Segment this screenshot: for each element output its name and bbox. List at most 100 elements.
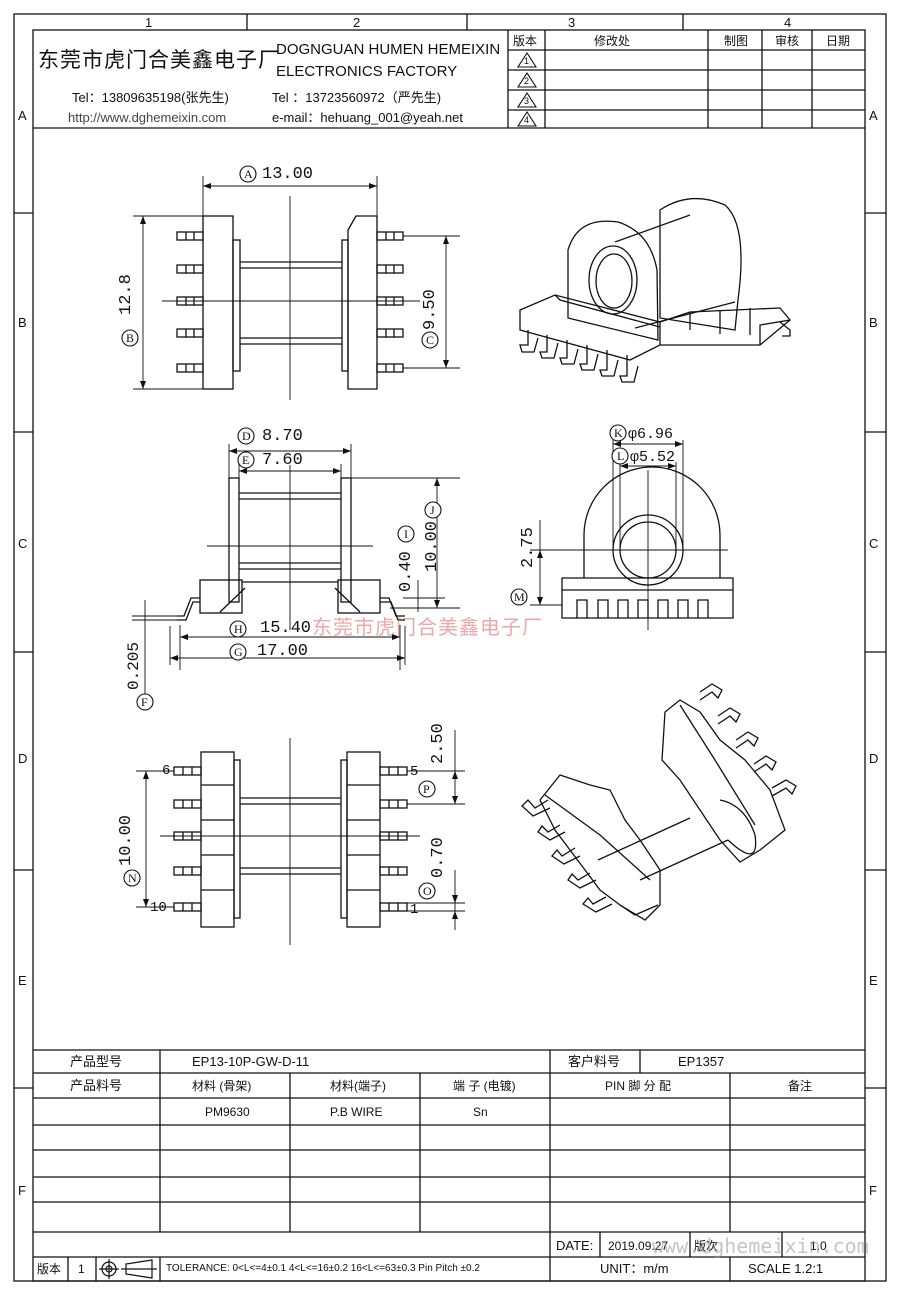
dim-letter-e: E <box>242 453 250 467</box>
dim-p-value: 2.50 <box>429 723 448 764</box>
pin-assign-label: PIN 脚 分 配 <box>605 1079 672 1093</box>
zone-col-4: 4 <box>784 15 792 30</box>
version-value: 1 <box>78 1262 85 1276</box>
bottom-view <box>173 751 408 928</box>
zone-col-3: 3 <box>568 15 576 30</box>
dim-n-value: 10.00 <box>117 814 136 866</box>
dim-m-value: 2.75 <box>519 527 538 568</box>
company-name-en-2: ELECTRONICS FACTORY <box>276 63 458 80</box>
zone-row-c-right: C <box>869 536 879 551</box>
isometric-view-1 <box>519 197 791 383</box>
zone-row-e-left: E <box>18 973 27 988</box>
dim-letter-c: C <box>426 333 435 347</box>
page-label: 1.0 <box>810 1239 827 1253</box>
date-label: DATE: <box>556 1238 594 1253</box>
dim-i-value: 0.40 <box>397 551 416 592</box>
zone-row-d-right: D <box>869 751 879 766</box>
material-bobbin-label: 材料 (骨架) <box>192 1079 252 1093</box>
revision-change-header: 修改处 <box>594 34 631 48</box>
revision-mark-4: 4 <box>524 115 530 125</box>
dim-letter-i: I <box>404 527 408 541</box>
company-name-en-1: DOGNGUAN HUMEN HEMEIXIN <box>276 41 501 58</box>
dim-letter-a: A <box>244 167 253 181</box>
revision-mark-3: 3 <box>524 96 530 106</box>
dim-letter-l: L <box>617 449 625 463</box>
zone-row-f-left: F <box>18 1183 26 1198</box>
customer-part-label: 客户料号 <box>568 1054 621 1069</box>
dim-letter-h: H <box>234 622 243 636</box>
zone-row-a-left: A <box>18 108 27 123</box>
dim-a-value: 13.00 <box>262 165 314 184</box>
product-part-label: 产品料号 <box>70 1078 123 1093</box>
top-view <box>176 215 404 390</box>
company-name-cn: 东莞市虎门合美鑫电子厂 <box>38 48 280 72</box>
revision-version-header: 版本 <box>513 34 538 48</box>
company-tel-2: Tel ：13723560972（严先生) <box>272 90 442 105</box>
zone-col-1: 1 <box>145 15 153 30</box>
side-view <box>177 477 405 621</box>
projection-symbol <box>99 1259 157 1279</box>
unit-text: UNIT：m/m <box>600 1261 669 1276</box>
product-model-value: EP13-10P-GW-D-11 <box>192 1054 310 1069</box>
watermark-center: 东莞市虎门合美鑫电子厂 <box>312 615 543 639</box>
dim-letter-m: M <box>514 590 525 604</box>
dim-letter-d: D <box>242 429 251 443</box>
company-email[interactable]: e-mail：hehuang_001@yeah.net <box>272 110 463 125</box>
tolerance-text: TOLERANCE: 0<L<=4±0.1 4<L<=16±0.2 16<L<=… <box>166 1263 480 1274</box>
dim-o-value: 0.70 <box>429 837 448 878</box>
pin-label-5: 5 <box>410 764 419 780</box>
dim-c-value: 9.50 <box>421 289 440 330</box>
dim-letter-f: F <box>141 695 148 709</box>
zone-row-c-left: C <box>18 536 28 551</box>
dim-letter-b: B <box>126 331 135 345</box>
watermark-bottom: www.dghemeixin.com <box>652 1234 869 1258</box>
zone-col-2: 2 <box>353 15 361 30</box>
revision-check-header: 审核 <box>775 34 800 48</box>
product-model-label: 产品型号 <box>70 1054 123 1069</box>
material-pin-label: 材料(端子) <box>330 1079 386 1093</box>
front-view <box>561 466 734 619</box>
dim-d-value: 8.70 <box>262 427 303 446</box>
zone-row-e-right: E <box>869 973 878 988</box>
pin-label-10: 10 <box>150 900 167 916</box>
pin-label-6: 6 <box>162 763 171 779</box>
zone-row-a-right: A <box>869 108 878 123</box>
revision-date-header: 日期 <box>826 34 851 48</box>
dim-letter-g: G <box>234 645 243 659</box>
dim-k-value: φ6.96 <box>628 426 674 443</box>
dim-j-value: 10.00 <box>423 520 442 572</box>
isometric-view-2 <box>521 683 797 921</box>
dim-letter-n: N <box>128 871 137 885</box>
revision-mark-2: 2 <box>524 76 530 86</box>
pin-label-1: 1 <box>410 902 419 918</box>
version-label: 版本 <box>37 1262 62 1276</box>
dim-letter-o: O <box>423 884 432 898</box>
dim-letter-p: P <box>423 782 430 796</box>
dim-l-value: φ5.52 <box>630 449 676 466</box>
zone-row-b-left: B <box>18 315 27 330</box>
revision-drawn-header: 制图 <box>724 34 749 48</box>
material-bobbin-value: PM9630 <box>205 1105 250 1119</box>
plating-value: Sn <box>473 1105 488 1119</box>
plating-label: 端 子 (电镀) <box>453 1079 516 1093</box>
scale-text: SCALE 1.2:1 <box>748 1261 824 1276</box>
revision-mark-1: 1 <box>524 56 530 66</box>
dim-g-value: 17.00 <box>257 642 309 661</box>
date-value: 2019.09.27 <box>608 1239 669 1253</box>
dim-b-value: 12.8 <box>117 274 136 315</box>
remark-label: 备注 <box>788 1079 813 1093</box>
zone-row-d-left: D <box>18 751 28 766</box>
material-pin-value: P.B WIRE <box>330 1105 383 1119</box>
company-tel-1: Tel：13809635198(张先生) <box>72 90 229 105</box>
dim-letter-k: K <box>614 426 623 440</box>
dim-letter-j: J <box>430 503 435 517</box>
zone-row-b-right: B <box>869 315 878 330</box>
dim-e-value: 7.60 <box>262 451 303 470</box>
zone-row-f-right: F <box>869 1183 877 1198</box>
sheet-label: 版次 <box>694 1239 719 1253</box>
company-website[interactable]: http://www.dghemeixin.com <box>68 110 227 125</box>
dim-f-value: 0.205 <box>125 641 143 690</box>
dim-h-value: 15.40 <box>260 619 312 638</box>
customer-part-value: EP1357 <box>678 1054 725 1069</box>
